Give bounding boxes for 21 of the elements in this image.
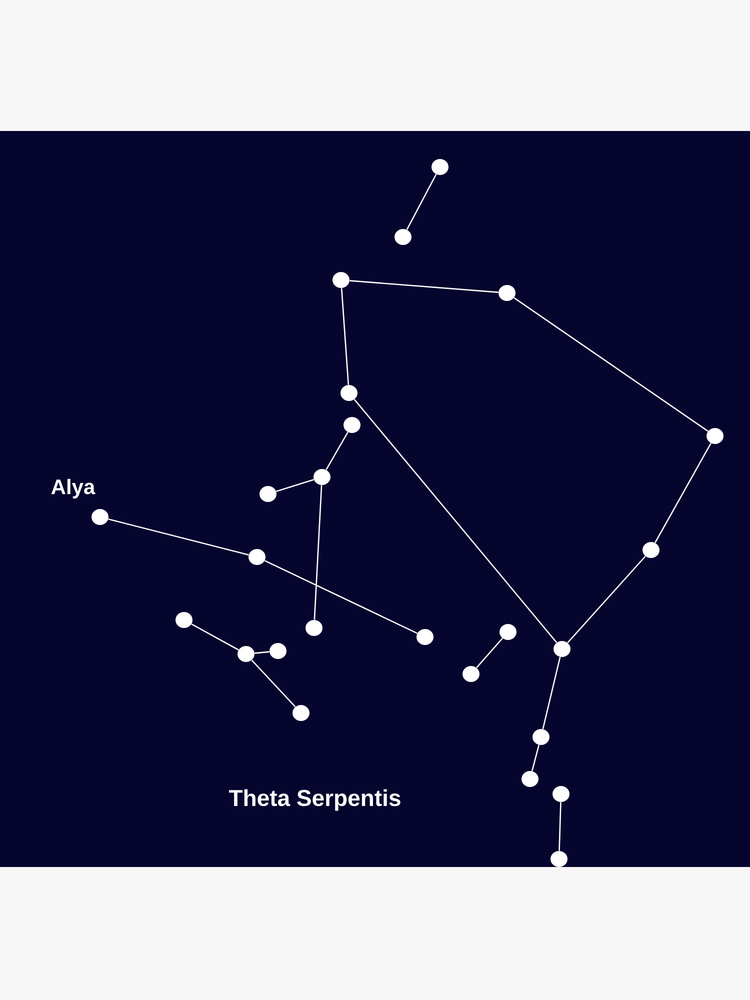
star-name: Alya (51, 478, 96, 498)
constellation-line (514, 297, 708, 432)
constellation-line (350, 280, 498, 293)
constellation-line (558, 802, 562, 851)
constellation-line (654, 442, 712, 544)
constellation-line (542, 656, 561, 730)
constellation-line (108, 518, 249, 556)
constellation-line (354, 399, 558, 643)
constellation-line (191, 624, 239, 650)
constellation-line (476, 638, 503, 668)
constellation-line (251, 660, 296, 708)
constellation-line (531, 744, 540, 772)
constellation-line (326, 432, 348, 470)
constellation-line (314, 485, 322, 620)
constellation-line (567, 556, 646, 644)
constellation-line (406, 174, 437, 230)
star-name: Theta Serpentis (228, 789, 400, 811)
constellation-line (264, 560, 418, 634)
constellation-line (276, 478, 314, 492)
constellation-line (340, 288, 350, 385)
constellation-line (254, 651, 270, 654)
